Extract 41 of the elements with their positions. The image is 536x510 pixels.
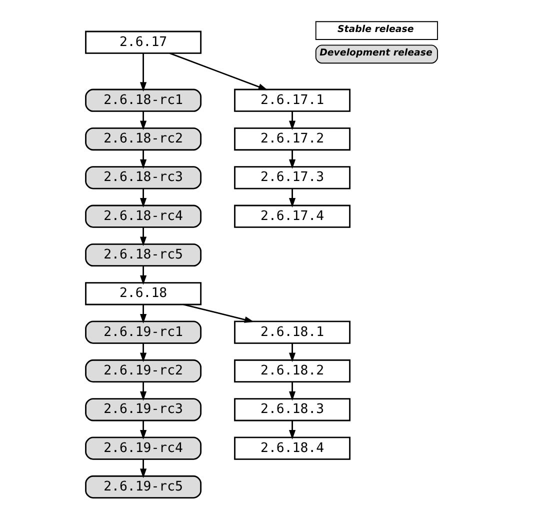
legend-label: Development release [320, 48, 432, 59]
arrow [288, 382, 296, 401]
arrow [288, 343, 296, 362]
node-box: 2.6.18.1 [234, 320, 350, 344]
node-box: 2.6.18-rc1 [85, 88, 202, 112]
node-box: 2.6.17 [85, 30, 202, 54]
arrow [140, 150, 147, 169]
node-box: 2.6.17.3 [234, 166, 350, 190]
node-box: 2.6.18-rc2 [85, 127, 202, 151]
arrow [140, 227, 147, 246]
arrow [288, 420, 296, 440]
node-box: 2.6.19-rc1 [85, 320, 202, 344]
node-box: 2.6.18.2 [234, 359, 350, 383]
node-box: 2.6.19-rc2 [85, 359, 202, 383]
arrow [183, 304, 254, 323]
node-box: 2.6.17.2 [234, 127, 350, 151]
node-box: 2.6.18 [85, 282, 202, 306]
node-box: 2.6.18.4 [234, 436, 350, 460]
legend-label: Stable release [338, 24, 414, 35]
arrow [288, 188, 296, 208]
node-box: 2.6.19-rc4 [85, 436, 202, 460]
node-box: 2.6.18-rc4 [85, 204, 202, 228]
arrow [140, 188, 147, 208]
node-box: 2.6.18.3 [234, 398, 350, 422]
node-box: 2.6.17.1 [234, 88, 350, 112]
node-box: 2.6.19-rc3 [85, 398, 202, 422]
node-box: 2.6.18-rc3 [85, 166, 202, 190]
node-box: 2.6.19-rc5 [85, 475, 202, 499]
arrow [140, 266, 147, 285]
arrow [140, 343, 147, 362]
node-box: 2.6.18-rc5 [85, 243, 202, 267]
arrow [140, 459, 147, 478]
arrow [140, 304, 147, 324]
arrow [169, 52, 268, 90]
arrow [140, 420, 147, 440]
arrow [140, 111, 147, 130]
arrow [140, 382, 147, 401]
arrow [140, 53, 147, 92]
arrow [288, 111, 296, 130]
arrow [288, 150, 296, 169]
node-box: 2.6.17.4 [234, 204, 350, 228]
